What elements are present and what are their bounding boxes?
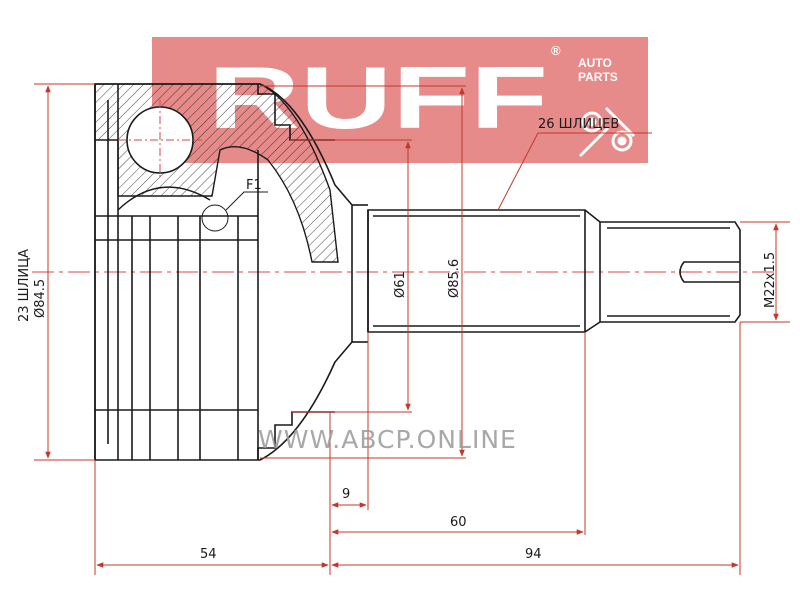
dim-overall-length: 94 (525, 547, 542, 562)
dimension-lines (34, 83, 790, 575)
dim-inner-splines: 23 ШЛИЦА (17, 249, 32, 322)
dim-offset-small: 9 (342, 487, 350, 502)
stem-outline (367, 209, 741, 333)
detail-circle-f1 (201, 204, 229, 232)
watermark-text: WWW.ABCP.ONLINE (258, 425, 517, 454)
dim-flange-diameter: Ø85.6 (447, 259, 462, 298)
logo-registered-mark: ® (551, 43, 561, 58)
logo-tagline-parts: PARTS (578, 70, 618, 84)
dim-bell-length: 54 (200, 547, 217, 562)
callout-outer-splines: 26 ШЛИЦЕВ (538, 117, 619, 132)
logo-tagline-auto: AUTO (578, 56, 612, 70)
dim-bell-diameter: Ø84.5 (33, 279, 48, 318)
gear-wrench-icon (578, 106, 636, 158)
dim-stem-length: 60 (450, 515, 467, 530)
dim-seat-diameter: Ø61 (393, 271, 408, 298)
thread-slot (679, 261, 740, 283)
dim-thread: M22x1.5 (763, 252, 778, 308)
callout-f1-label: F1 (246, 178, 262, 193)
